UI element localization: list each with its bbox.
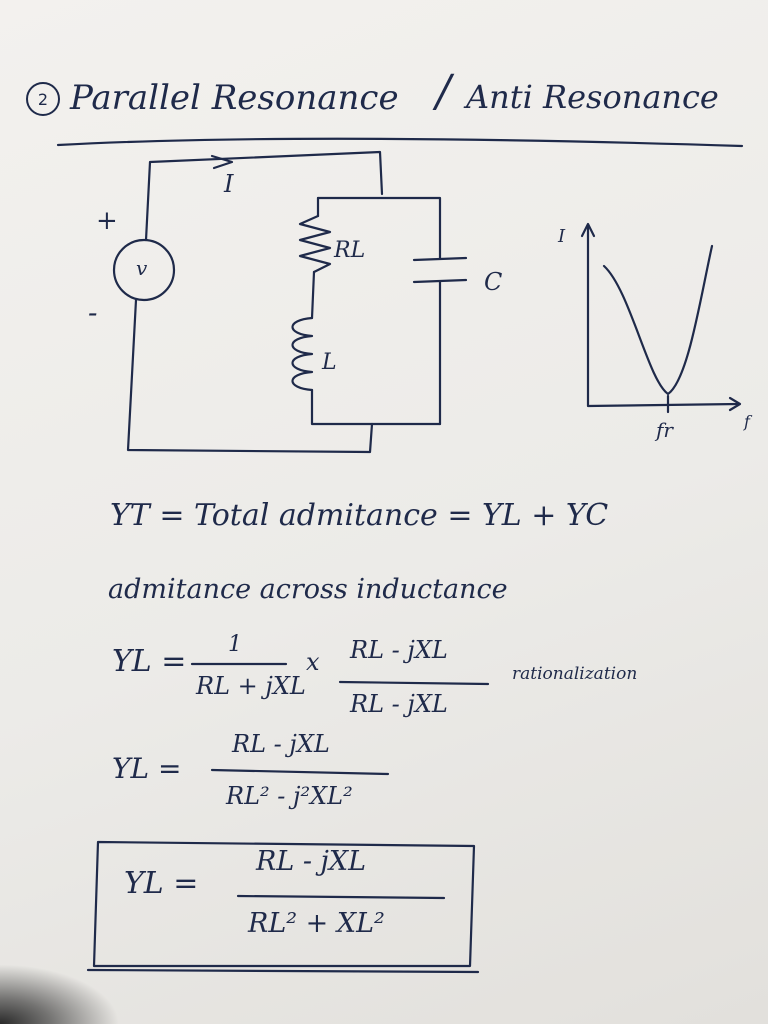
- total-admittance-equation: YT = Total admitance = YL + YC: [110, 498, 609, 533]
- resistor-label: RL: [334, 238, 366, 263]
- graph-x-arrow: [728, 396, 742, 412]
- inductor-coil: [291, 316, 314, 392]
- branch-wire-mid: [310, 270, 316, 320]
- admittance-note: admitance across inductance: [108, 574, 508, 605]
- line2-numerator: RL - jXL: [232, 730, 330, 758]
- voltage-source: [112, 238, 176, 302]
- result-box: [92, 840, 476, 968]
- frac1-numerator: 1: [228, 632, 242, 657]
- frac2-denominator: RL - jXL: [350, 690, 448, 718]
- graph-resonance-label: fr: [656, 418, 673, 442]
- current-label: I: [224, 170, 234, 198]
- capacitor-plate-top: [412, 256, 468, 262]
- title-separator: /: [436, 66, 451, 117]
- branch-wire-bottom: [310, 388, 442, 426]
- line2-lhs: YL =: [112, 752, 182, 785]
- page-corner-shadow: [0, 964, 120, 1024]
- rationalization-note: rationalization: [512, 664, 638, 684]
- graph-y-arrow: [580, 222, 596, 238]
- line2-frac-bar: [210, 768, 390, 776]
- graph-y-axis: [586, 224, 740, 408]
- current-arrow: [210, 154, 234, 170]
- resistor-zigzag: [298, 214, 332, 274]
- boxed-denominator: RL² + XL²: [248, 908, 385, 939]
- source-symbol: v: [136, 256, 148, 280]
- line2-denominator: RL² - j²XL²: [226, 782, 353, 810]
- graph-y-label: I: [558, 226, 566, 247]
- outer-wire: [144, 150, 384, 242]
- yl-lhs: YL =: [112, 644, 187, 679]
- inductor-label: L: [322, 350, 337, 375]
- left-wire: [126, 298, 374, 454]
- section-number: 2: [26, 82, 60, 116]
- title-anti-resonance: Anti Resonance: [466, 78, 719, 116]
- frac2-bar: [338, 680, 490, 686]
- plus-sign: +: [96, 206, 118, 236]
- minus-sign: -: [88, 296, 98, 329]
- capacitor-label: C: [484, 268, 503, 296]
- title-parallel-resonance: Parallel Resonance: [70, 78, 399, 118]
- times-sign: x: [306, 648, 320, 676]
- resonance-curve: [602, 244, 714, 396]
- frac1-denominator: RL + jXL: [196, 672, 306, 700]
- boxed-numerator: RL - jXL: [256, 846, 367, 877]
- title-underline: [56, 137, 744, 148]
- graph-x-label: f: [744, 412, 750, 431]
- boxed-frac-bar: [236, 894, 446, 900]
- top-branch-wire: [316, 196, 442, 260]
- result-box-underline: [86, 968, 480, 974]
- frac2-numerator: RL - jXL: [350, 636, 448, 664]
- boxed-lhs: YL =: [124, 866, 199, 901]
